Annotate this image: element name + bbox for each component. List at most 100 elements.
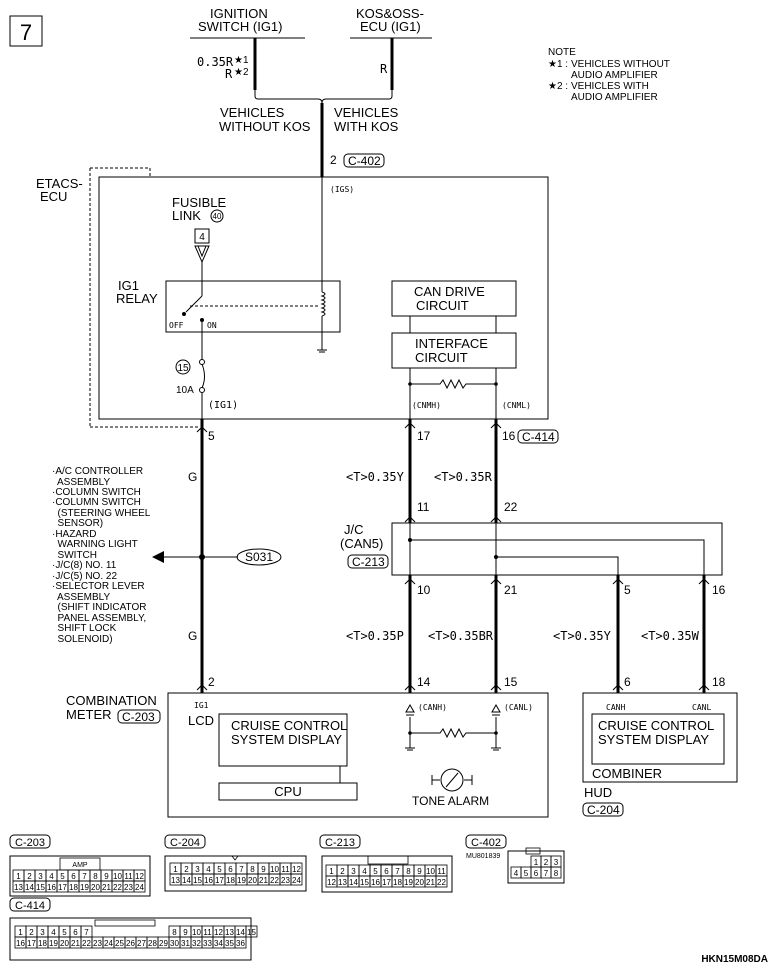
- c213-pin: 15: [360, 878, 369, 887]
- c203-pin: 15: [36, 883, 45, 892]
- pin-jc-out-3: 5: [624, 583, 631, 597]
- c203-pin: 12: [135, 872, 144, 881]
- pin-c402: 2: [330, 153, 337, 167]
- meter-label-1: COMBINATION: [66, 693, 157, 708]
- c414-pin: 16: [16, 939, 25, 948]
- branch-arrow: [152, 551, 164, 563]
- c203-pin: 3: [38, 872, 43, 881]
- c414-pin: 12: [214, 928, 223, 937]
- conn-c402-label: C-402: [348, 154, 381, 168]
- c204-pin: 4: [206, 865, 211, 874]
- fusible-link-2: LINK: [172, 208, 201, 223]
- branch-11: ·SELECTOR LEVER: [52, 581, 145, 592]
- can-drive-2: CIRCUIT: [416, 298, 469, 313]
- c414-pin: 25: [115, 939, 124, 948]
- c203-pin: 17: [58, 883, 67, 892]
- hud-display-2: SYSTEM DISPLAY: [598, 732, 709, 747]
- c203-pin: 19: [80, 883, 89, 892]
- branch-7: WARNING LIGHT: [52, 539, 138, 550]
- c414-pin: 27: [137, 939, 146, 948]
- c414-pin: 11: [203, 928, 212, 937]
- c203-pin: 9: [104, 872, 109, 881]
- ig1-relay-1: IG1: [118, 278, 139, 293]
- pin-meter-canl: 15: [504, 675, 518, 689]
- c414-pin: 18: [38, 939, 47, 948]
- meter-cpu: CPU: [274, 784, 301, 799]
- c213-pin: 18: [393, 878, 402, 887]
- c414-pin: 6: [73, 928, 78, 937]
- can-drive-box: [391, 280, 517, 317]
- c414-pin: 21: [71, 939, 80, 948]
- c204-pin: 17: [215, 876, 224, 885]
- c204-pin: 16: [204, 876, 213, 885]
- c414-pin: 7: [84, 928, 89, 937]
- c414-pin: 26: [126, 939, 135, 948]
- ig1-relay-box: [165, 280, 341, 333]
- combination-meter-box: [167, 692, 549, 818]
- c213-pin: 16: [371, 878, 380, 887]
- c204-pin: 10: [270, 865, 279, 874]
- c203-pin: 21: [102, 883, 111, 892]
- c213-pin: 2: [340, 867, 345, 876]
- c414-pin: 4: [51, 928, 56, 937]
- vehicles-with-kos-2: WITH KOS: [334, 119, 399, 134]
- c414-pin: 3: [40, 928, 45, 937]
- pin-jc-out-1: 10: [417, 583, 431, 597]
- c213-pin: 22: [437, 878, 446, 887]
- c204-pin: 23: [281, 876, 290, 885]
- c213-pin: 9: [417, 867, 422, 876]
- pin-etacs-cnmh: 17: [417, 429, 431, 443]
- c402-pin: 7: [544, 869, 549, 878]
- c213-pin: 7: [395, 867, 400, 876]
- meter-display-1: CRUISE CONTROL: [231, 718, 347, 733]
- note-mark-1: ★1 :: [548, 59, 568, 70]
- etacs-label-1: ETACS-: [36, 176, 83, 191]
- interface-box: [391, 332, 517, 369]
- branch-1: ASSEMBLY: [52, 477, 111, 488]
- wire-g-lower: G: [188, 629, 197, 643]
- pin-hud-canl: 18: [712, 675, 726, 689]
- pin-jc-in-1: 11: [417, 500, 430, 514]
- ig1-relay-2: RELAY: [116, 291, 158, 306]
- c204-pin: 18: [226, 876, 235, 885]
- c203-pin: 1: [16, 872, 21, 881]
- c203-pin: 6: [71, 872, 76, 881]
- branch-10: ·J/C(5) NO. 22: [52, 571, 117, 582]
- c203-pin: 13: [14, 883, 23, 892]
- c414-pin: 19: [49, 939, 58, 948]
- wire-ty-upper: <T>0.35Y: [346, 470, 405, 484]
- can-drive-1: CAN DRIVE: [414, 284, 485, 299]
- c414-pin: 15: [247, 928, 256, 937]
- c414-pin: 10: [192, 928, 201, 937]
- meter-canl: (CANL): [504, 703, 533, 712]
- hud-canh: CANH: [606, 703, 625, 712]
- c204-pin: 5: [217, 865, 222, 874]
- ig1-terminal: (IG1): [208, 400, 238, 411]
- hud-display-box: [591, 713, 725, 765]
- c414-pin: 23: [93, 939, 102, 948]
- junction-connector-box: [391, 522, 723, 576]
- c414-pin: 24: [104, 939, 113, 948]
- c213-pin: 8: [406, 867, 411, 876]
- c204-pin: 12: [292, 865, 301, 874]
- fuse-box-number: 4: [199, 232, 205, 243]
- wire-color-r-right: R: [380, 62, 388, 76]
- c414-pin: 34: [214, 939, 223, 948]
- branch-14: PANEL ASSEMBLY,: [52, 613, 146, 624]
- c203-pin: 4: [49, 872, 54, 881]
- c213-pin: 14: [349, 878, 358, 887]
- conn-c213-label: C-213: [352, 555, 385, 569]
- c213-pin: 4: [362, 867, 367, 876]
- c204-pin: 14: [182, 876, 191, 885]
- etacs-label-2: ECU: [40, 189, 67, 204]
- pin-etacs-ig1: 5: [208, 429, 215, 443]
- note-line-2b: AUDIO AMPLIFIER: [571, 92, 658, 103]
- meter-termination-resistor: [410, 727, 496, 739]
- c204-pin: 2: [184, 865, 189, 874]
